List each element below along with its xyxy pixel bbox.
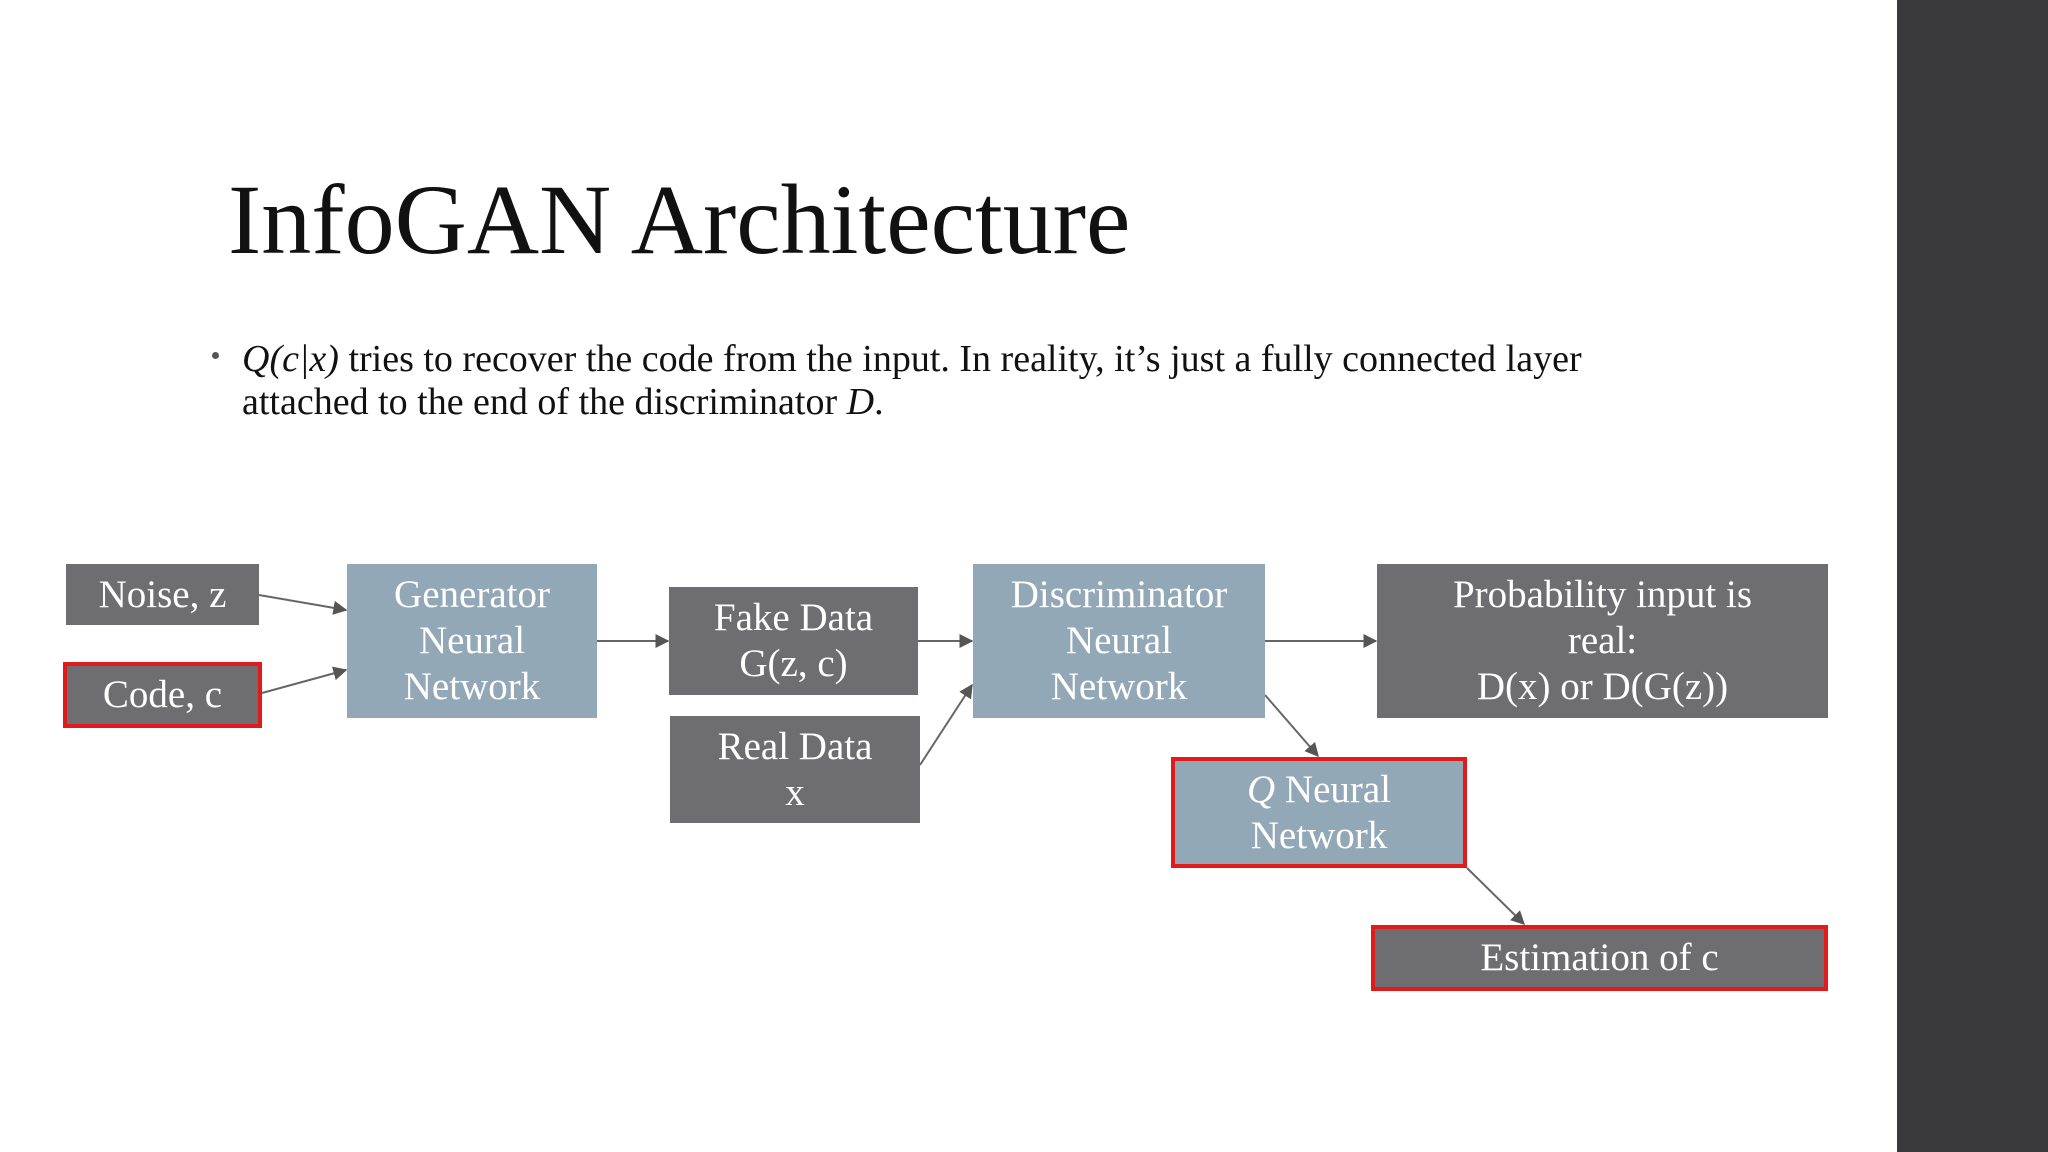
- q-network-q: Q: [1246, 767, 1276, 811]
- generator-line-1: Generator: [394, 573, 550, 616]
- arrow-q-to-estimation: [1466, 867, 1525, 925]
- estimation-box: Estimation of c: [1371, 925, 1828, 991]
- probability-line-3: D(x) or D(G(z)): [1476, 665, 1729, 708]
- arrow-code-to-generator: [261, 666, 348, 694]
- arrow-real-to-discriminator: [919, 683, 973, 766]
- probability-box: Probability input is real: D(x) or D(G(z…: [1377, 564, 1828, 718]
- probability-line-1: Probability input is: [1452, 573, 1752, 616]
- real-data-box: Real Data x: [670, 716, 920, 823]
- bullet-text: Q(c|x) tries to recover the code from th…: [242, 338, 1662, 424]
- arrow-noise-to-generator: [258, 594, 348, 615]
- fake-data-line-2: G(z, c): [739, 642, 848, 685]
- code-label: Code, c: [102, 673, 223, 716]
- real-data-line-2: x: [785, 770, 805, 814]
- generator-box: Generator Neural Network: [347, 564, 597, 718]
- q-term: Q(c|x): [242, 338, 339, 380]
- noise-box: Noise, z: [66, 564, 259, 625]
- d-term: D: [846, 381, 875, 423]
- slide-title: InfoGAN Architecture: [228, 164, 1131, 275]
- slide-side-bar: [1897, 0, 2048, 1152]
- discriminator-line-2: Neural: [1065, 619, 1173, 662]
- generator-line-2: Neural: [418, 619, 526, 662]
- q-network-line-1-rest: Neural: [1275, 767, 1392, 811]
- real-data-line-1: Real Data: [717, 724, 873, 768]
- noise-label: Noise, z: [98, 572, 227, 616]
- bullet-dot: [212, 352, 219, 359]
- q-network-box: Q Neural Network: [1171, 757, 1467, 868]
- bullet-text-part2: .: [874, 381, 884, 423]
- fake-data-box: Fake Data G(z, c): [669, 587, 918, 695]
- q-network-line-1: Q Neural: [1247, 767, 1391, 813]
- discriminator-box: Discriminator Neural Network: [973, 564, 1265, 718]
- discriminator-line-1: Discriminator: [1010, 573, 1228, 616]
- generator-line-3: Network: [403, 665, 541, 708]
- discriminator-line-3: Network: [1050, 665, 1188, 708]
- fake-data-line-1: Fake Data: [713, 596, 874, 639]
- code-box: Code, c: [63, 662, 262, 728]
- q-network-line-2: Network: [1250, 813, 1388, 857]
- probability-line-2: real:: [1567, 619, 1638, 662]
- estimation-label: Estimation of c: [1480, 936, 1719, 979]
- arrow-discriminator-to-q: [1264, 694, 1319, 758]
- bullet-text-part1: tries to recover the code from the input…: [242, 338, 1582, 423]
